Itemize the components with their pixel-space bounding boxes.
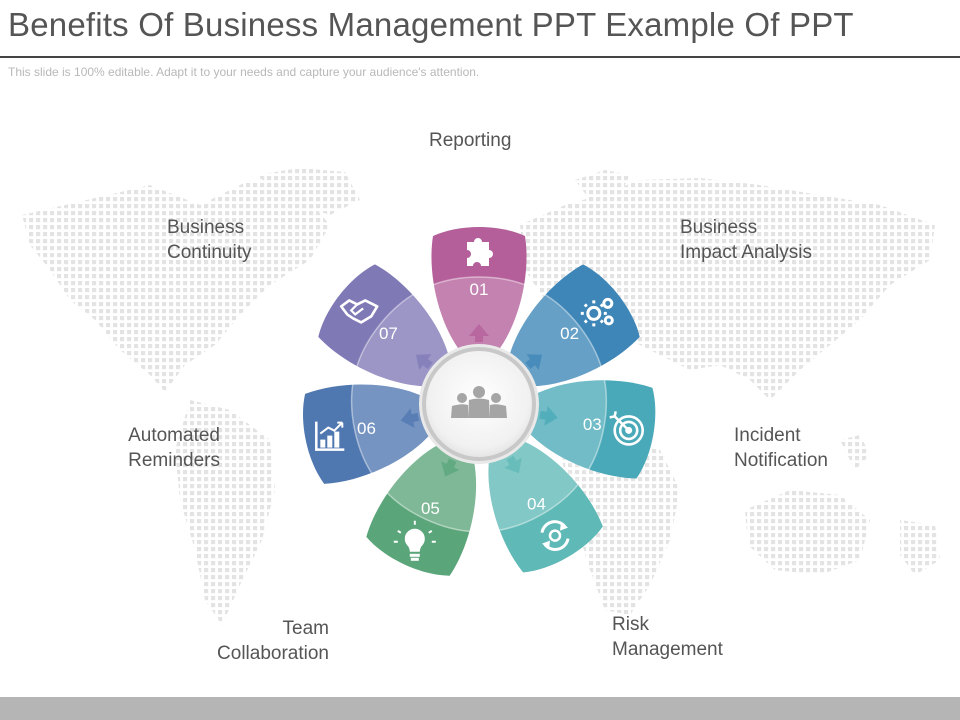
petal-number: 02 (560, 324, 579, 343)
petal-shape (303, 384, 433, 484)
petal-shape (526, 380, 656, 479)
petal-number: 04 (527, 495, 546, 514)
petal-03 (526, 376, 656, 479)
label-reporting: Reporting (429, 130, 512, 151)
petal-inner-section (526, 376, 607, 473)
lightbulb-icon (393, 520, 436, 561)
title-divider (0, 56, 960, 58)
petal-shape (488, 440, 603, 573)
slide-subtitle: This slide is 100% editable. Adapt it to… (8, 65, 480, 79)
petal-inner-section (351, 380, 433, 477)
petal-06 (303, 380, 433, 484)
petal-02 (508, 264, 640, 387)
center-hub (419, 344, 539, 464)
petal-07 (318, 264, 450, 387)
arrow-icon (504, 455, 522, 474)
arrow-icon (539, 405, 558, 426)
petal-04 (488, 440, 603, 573)
petal-number: 01 (470, 280, 489, 299)
slide-title: Benefits Of Business Management PPT Exam… (8, 6, 854, 43)
petal-number: 05 (421, 499, 440, 518)
petal-number: 07 (379, 324, 398, 343)
handshake-icon (339, 299, 379, 324)
petal-number: 03 (583, 415, 602, 434)
petal-number: 06 (357, 419, 376, 438)
footer-bar (0, 697, 960, 720)
petal-inner-section (430, 277, 528, 355)
arrow-icon (415, 354, 433, 371)
refresh-gear-icon (540, 520, 570, 551)
arrow-icon (400, 408, 420, 428)
world-map-background (22, 168, 940, 625)
arrow-icon (441, 458, 460, 477)
target-icon (609, 411, 645, 446)
arrow-icon (469, 324, 489, 342)
petal-shape (431, 227, 527, 355)
team-people-icon (451, 386, 507, 418)
gears-icon (580, 297, 614, 327)
petal-05 (366, 443, 478, 576)
petal-01 (429, 227, 529, 355)
petal-shape (366, 443, 477, 576)
puzzle-icon (467, 238, 493, 266)
bar-chart-icon (315, 421, 345, 451)
arrow-icon (525, 354, 543, 371)
